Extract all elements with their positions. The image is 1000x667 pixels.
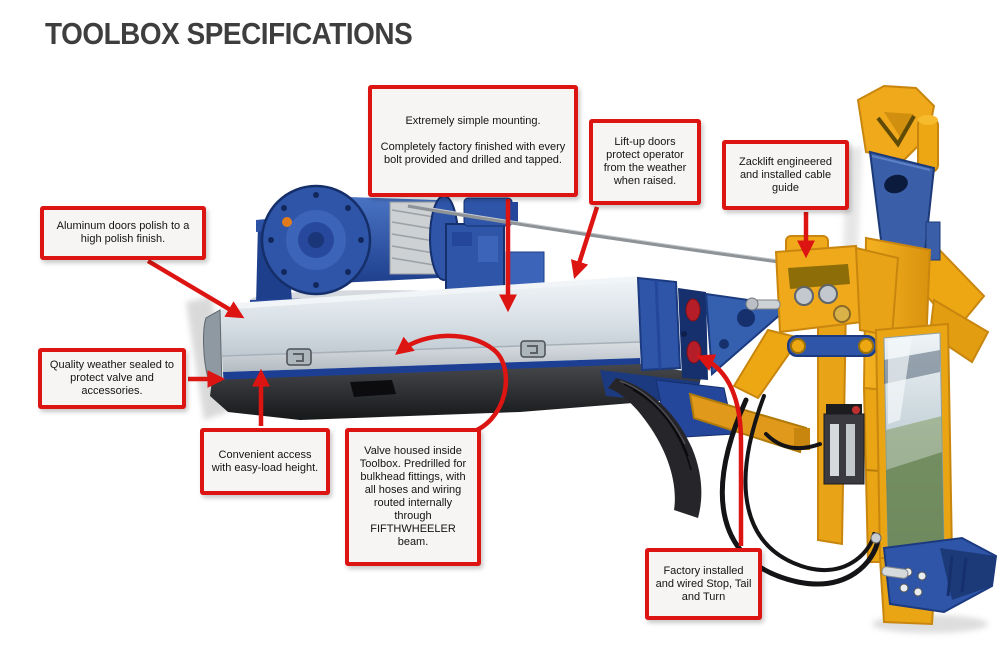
callout-liftup-doors-text: Lift-up doors protect operator from the … bbox=[603, 136, 687, 187]
cable-guide bbox=[745, 235, 900, 338]
callout-valve-housed-text: Valve housed inside Toolbox. Predrilled … bbox=[359, 445, 467, 548]
leader-arrows bbox=[146, 199, 815, 546]
arrow-lights bbox=[696, 354, 744, 546]
page-title: TOOLBOX SPECIFICATIONS bbox=[45, 16, 413, 51]
fifthwheeler-beam bbox=[688, 328, 810, 454]
link-arm bbox=[787, 335, 877, 357]
arrow-aluminum-doors bbox=[146, 259, 245, 319]
hydraulic-hoses bbox=[719, 394, 882, 587]
callout-aluminum-doors-text: Aluminum doors polish to a high polish f… bbox=[56, 220, 190, 245]
mudflap bbox=[608, 378, 702, 518]
callout-convenient-access: Convenient access with easy-load height. bbox=[200, 428, 330, 495]
callout-convenient-access-text: Convenient access with easy-load height. bbox=[211, 448, 319, 474]
mast-head bbox=[856, 84, 941, 262]
callout-mounting: Extremely simple mounting. Completely fa… bbox=[368, 85, 578, 197]
callout-cable-guide: Zacklift engineered and installed cable … bbox=[722, 140, 849, 210]
tail-light bbox=[686, 340, 702, 364]
tail-light bbox=[685, 298, 701, 322]
winch-assembly bbox=[250, 184, 545, 312]
callout-lights: Factory installed and wired Stop, Tail a… bbox=[645, 548, 762, 620]
callout-weather-sealed: Quality weather sealed to protect valve … bbox=[38, 348, 186, 409]
callout-mounting-text: Extremely simple mounting. Completely fa… bbox=[380, 115, 566, 166]
fork-bracket bbox=[878, 536, 998, 626]
door-latch bbox=[286, 348, 312, 366]
chrome-mirror-panel bbox=[874, 322, 954, 560]
callout-lights-text: Factory installed and wired Stop, Tail a… bbox=[655, 564, 752, 603]
callout-valve-housed: Valve housed inside Toolbox. Predrilled … bbox=[345, 428, 481, 566]
door-latch bbox=[520, 340, 546, 358]
callout-aluminum-doors: Aluminum doors polish to a high polish f… bbox=[40, 206, 206, 260]
arrow-valve-housed bbox=[395, 333, 509, 437]
arrow-liftup-doors bbox=[570, 206, 600, 280]
toolbox-body bbox=[203, 276, 702, 420]
callout-liftup-doors: Lift-up doors protect operator from the … bbox=[589, 119, 701, 205]
winch-cable bbox=[407, 203, 781, 264]
callout-weather-sealed-text: Quality weather sealed to protect valve … bbox=[49, 359, 175, 397]
callout-cable-guide-text: Zacklift engineered and installed cable … bbox=[739, 155, 832, 194]
